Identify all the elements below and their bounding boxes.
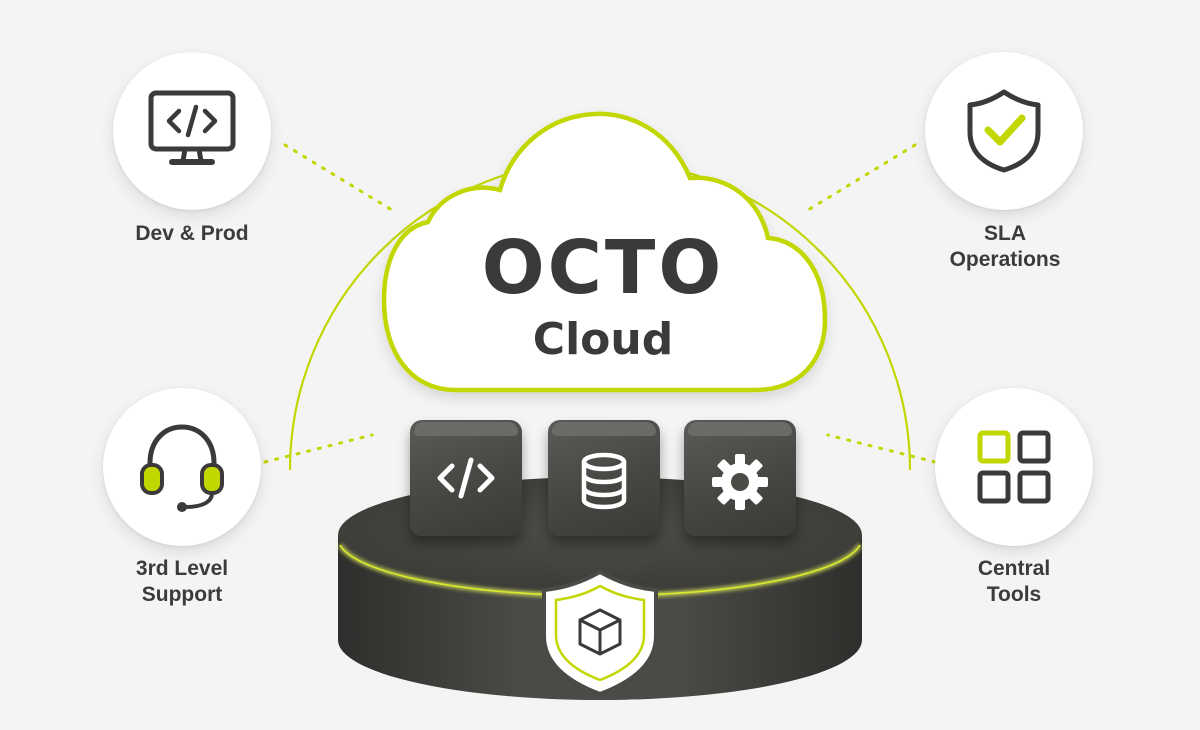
- connector-tools: [826, 433, 937, 464]
- feature-label-line: Operations: [949, 248, 1061, 271]
- platform-block-database: [548, 420, 660, 536]
- feature-sla: [925, 52, 1083, 210]
- feature-label-line: 3rd Level: [135, 557, 229, 580]
- feature-label-line: SLA: [984, 222, 1026, 245]
- cloud-subtitle: Cloud: [532, 314, 674, 365]
- feature-label-support: 3rd Level Support: [72, 556, 292, 608]
- platform-block-gear: [684, 420, 796, 536]
- cloud-title: OCTO: [481, 225, 725, 311]
- feature-label-line: Support: [141, 583, 223, 606]
- shield-box-icon: [542, 569, 658, 697]
- shield-check-icon: [967, 89, 1041, 173]
- cloud-shape: [381, 111, 828, 393]
- feature-dev-prod: [113, 52, 271, 210]
- connector-dev-prod: [283, 143, 394, 212]
- code-monitor-icon: [148, 90, 236, 165]
- feature-label-sla: SLA Operations: [895, 221, 1115, 273]
- code-icon: [437, 457, 495, 499]
- feature-label-line: Central: [977, 557, 1051, 580]
- feature-tools: [935, 388, 1093, 546]
- feature-label-line: Tools: [986, 583, 1042, 606]
- platform-block-code: [410, 420, 522, 536]
- database-icon: [581, 452, 627, 510]
- connector-sla: [806, 143, 917, 212]
- feature-label-dev-prod: Dev & Prod: [82, 221, 302, 247]
- feature-label-line: Dev & Prod: [135, 222, 249, 245]
- connectors: [263, 143, 937, 464]
- feature-label-tools: Central Tools: [904, 556, 1124, 608]
- grid-icon: [977, 430, 1051, 504]
- gear-icon: [712, 454, 768, 510]
- connector-support: [263, 433, 374, 464]
- headset-icon: [140, 424, 224, 512]
- feature-support: [103, 388, 261, 546]
